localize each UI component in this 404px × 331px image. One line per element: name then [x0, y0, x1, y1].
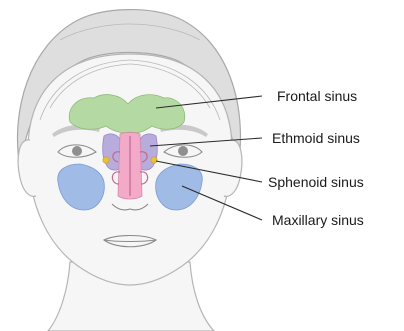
labels: Frontal sinus Ethmoid sinus Sphenoid sin…: [268, 88, 364, 228]
maxillary-sinus-label: Maxillary sinus: [272, 212, 364, 228]
sphenoid-sinus-left: [103, 157, 109, 163]
sphenoid-sinus-label: Sphenoid sinus: [268, 174, 364, 190]
frontal-sinus-label: Frontal sinus: [277, 88, 357, 104]
ethmoid-sinus-label: Ethmoid sinus: [272, 130, 360, 146]
sphenoid-sinus-right: [151, 157, 157, 163]
